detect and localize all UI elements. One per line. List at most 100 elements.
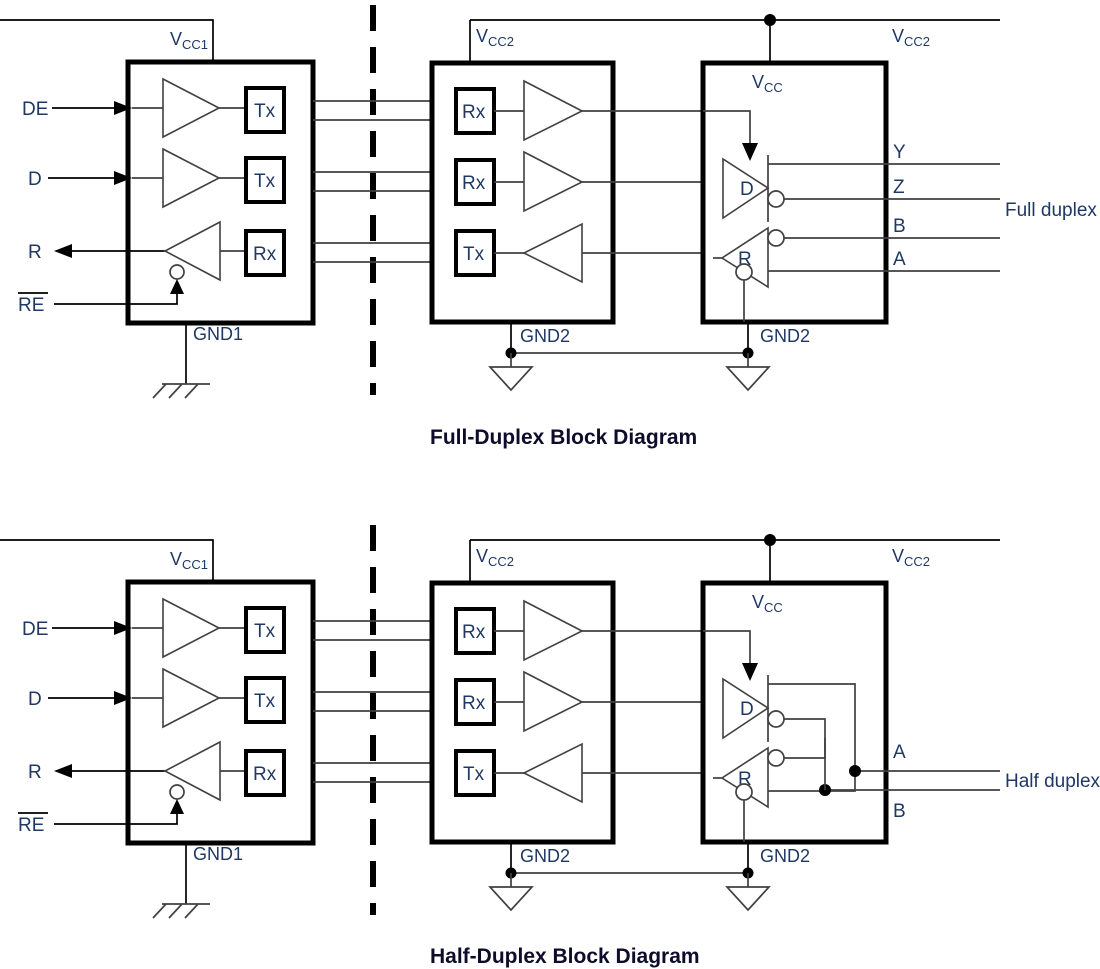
pin-label-re-half: RE xyxy=(18,815,44,836)
buffer-tx2-half xyxy=(162,667,221,729)
gate-label-d-full: D xyxy=(740,179,754,200)
port-label-tx2-full: Tx xyxy=(254,171,276,192)
invert-bubble-r-top-full xyxy=(767,229,785,247)
wire-de-to-d-full xyxy=(703,110,751,145)
vcc2-label-mid-sub-half: CC2 xyxy=(488,554,514,569)
gnd1-label-half: GND1 xyxy=(193,844,243,864)
port-label-rx2-mid-full: Rx xyxy=(462,173,486,194)
vcc1-rail-half xyxy=(0,539,214,582)
vcc2-rail-mid-half xyxy=(470,539,771,583)
gate-label-d-half: D xyxy=(740,699,754,720)
caption-half-duplex: Half-Duplex Block Diagram xyxy=(430,945,700,968)
enable-bubble-rx-full xyxy=(169,264,185,280)
arrow-d-full xyxy=(114,171,132,185)
wire-de-to-d-half xyxy=(703,630,751,665)
vcc2-rail-label-full: VCC2 xyxy=(892,26,930,49)
caption-full-duplex: Full-Duplex Block Diagram xyxy=(430,426,697,449)
enable-arrow-rx-half xyxy=(170,799,184,814)
arrow-enable-d-half xyxy=(742,663,758,681)
port-label-b-full: B xyxy=(893,216,906,237)
vcc-label-right-sub-half: CC xyxy=(764,600,783,615)
half-duplex-diagram: VCC1 DE Tx D Tx R Rx RE GND1 xyxy=(0,525,1100,968)
buffer-rx2-mid-half xyxy=(523,670,584,733)
port-label-tx1-full: Tx xyxy=(254,101,276,122)
gnd2-label-right-full: GND2 xyxy=(760,326,810,346)
port-box-tx2-half xyxy=(244,676,286,724)
invert-bubble-d-full xyxy=(767,190,785,208)
port-box-tx-mid-half xyxy=(454,749,496,797)
wire-d-inv-to-b-half xyxy=(784,718,826,738)
gate-d-full xyxy=(722,157,770,220)
ground-symbol-right-full xyxy=(725,366,771,392)
port-label-y-full: Y xyxy=(893,142,906,163)
port-box-rx-half xyxy=(244,749,286,797)
vcc2-label-mid-full: VCC2 xyxy=(476,26,514,49)
vcc-label-right-half: VCC xyxy=(752,592,783,615)
vcc1-label-full: VCC1 xyxy=(170,29,208,52)
port-label-rx1-mid-half: Rx xyxy=(462,622,486,643)
port-label-z-full: Z xyxy=(893,177,905,198)
port-label-rx1-mid-full: Rx xyxy=(462,102,486,123)
port-label-b-half: B xyxy=(893,801,906,822)
port-label-tx-mid-half: Tx xyxy=(463,764,485,785)
port-label-a-half: A xyxy=(893,742,906,763)
port-box-tx1-half xyxy=(244,606,286,654)
wire-d-true-to-a-half xyxy=(768,683,856,771)
pin-label-de-full: DE xyxy=(22,99,48,120)
arrow-d-half xyxy=(114,691,132,705)
invert-bubble-d-half xyxy=(767,710,785,728)
vcc2-label-mid-text-half: V xyxy=(476,546,488,566)
vcc2-rail-label-sub-half: CC2 xyxy=(904,554,930,569)
pin-label-d-half: D xyxy=(28,689,42,710)
vcc1-label-sub-half: CC1 xyxy=(182,557,208,572)
chassis-ground-half xyxy=(152,903,210,919)
arrow-r-full xyxy=(54,244,72,258)
pin-label-r-full: R xyxy=(28,242,42,263)
vcc2-rail-label-sub: CC2 xyxy=(904,34,930,49)
gnd2-label-mid-full: GND2 xyxy=(520,326,570,346)
arrow-de-full xyxy=(114,101,132,115)
enable-bubble-r-half xyxy=(735,783,753,801)
wire-r-true-to-a-half xyxy=(768,771,856,792)
ground-symbol-mid-full xyxy=(488,366,534,392)
gnd2-label-right-half: GND2 xyxy=(760,846,810,866)
vcc2-rail-label-text-half: V xyxy=(892,546,904,566)
chassis-ground-full xyxy=(152,383,210,399)
vcc1-label-text-half: V xyxy=(170,549,182,569)
buffer-rx2-mid-full xyxy=(523,150,584,213)
enable-bubble-r-full xyxy=(735,263,753,281)
gate-d-half xyxy=(722,677,770,740)
duplex-note-full: Full duplex xyxy=(1005,200,1097,221)
full-duplex-diagram: VCC1 DE Tx D Tx R Rx RE xyxy=(0,5,1097,449)
vcc2-rail-label-text: V xyxy=(892,26,904,46)
port-box-tx1-full xyxy=(244,86,286,134)
port-label-tx-mid-full: Tx xyxy=(463,244,485,265)
wire-re-half xyxy=(54,814,178,825)
port-label-rx-full: Rx xyxy=(253,244,277,265)
buffer-tx1-half xyxy=(162,597,221,659)
vcc2-label-mid-text: V xyxy=(476,26,488,46)
bus-node-a-half xyxy=(849,765,861,777)
port-label-a-full: A xyxy=(893,249,906,270)
buffer-tx1-full xyxy=(162,77,221,139)
buffer-rx1-mid-half xyxy=(523,599,584,662)
vcc-label-right-sub: CC xyxy=(764,80,783,95)
vcc1-label-half: VCC1 xyxy=(170,549,208,572)
wire-re-full xyxy=(54,294,178,305)
vcc2-node-full xyxy=(764,14,776,26)
vcc-label-right-text-half: V xyxy=(752,592,764,612)
vcc2-node-half xyxy=(764,534,776,546)
gnd2-label-mid-half: GND2 xyxy=(520,846,570,866)
arrow-de-half xyxy=(114,621,132,635)
vcc-label-right-text: V xyxy=(752,72,764,92)
port-box-rx-full xyxy=(244,229,286,277)
buffer-rx1-mid-full xyxy=(523,79,584,142)
vcc2-rail-label-half: VCC2 xyxy=(892,546,930,569)
vcc1-label-text: V xyxy=(170,29,182,49)
ground-symbol-mid-half xyxy=(488,886,534,912)
pin-label-de-half: DE xyxy=(22,619,48,640)
port-label-tx1-half: Tx xyxy=(254,621,276,642)
enable-bubble-rx-half xyxy=(169,784,185,800)
vcc2-rail-mid-full xyxy=(470,19,771,63)
